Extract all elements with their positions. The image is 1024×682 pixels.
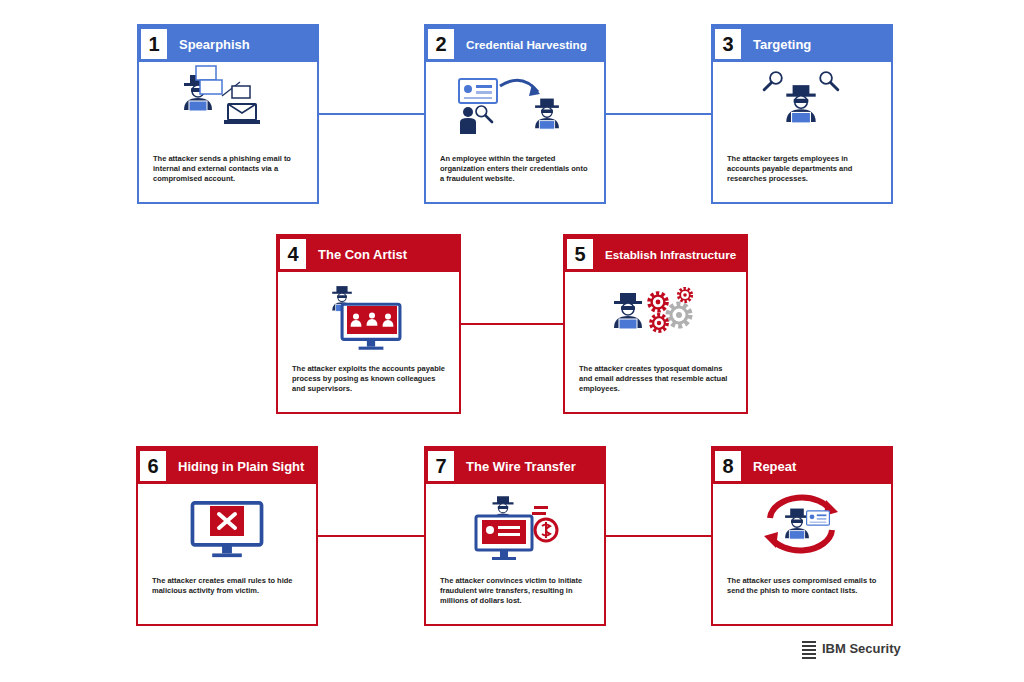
step-box: 2 Credential Harvesting An employee within…: [424, 24, 606, 204]
flow-connector: [318, 535, 424, 537]
step-number: 2: [428, 29, 454, 59]
step-title: The Wire Transfer: [466, 459, 576, 474]
step-title: Targeting: [753, 37, 811, 52]
step-number: 6: [140, 451, 166, 481]
step-header: 3 Targeting: [713, 26, 891, 62]
step-description: The attacker exploits the accounts payab…: [278, 364, 459, 401]
step-title: The Con Artist: [318, 247, 407, 262]
step-box: 8 RepeatThe attacker uses compromised ema…: [711, 446, 893, 626]
step-header: 5 Establish Infrastructure: [565, 236, 746, 272]
step-header: 7 The Wire Transfer: [426, 448, 604, 484]
step-number: 3: [715, 29, 741, 59]
step-box: 1 SpearphishThe attacker sends a phishing…: [137, 24, 319, 204]
step-description: The attacker creates typosquat domains a…: [565, 364, 746, 401]
step-description: The attacker targets employees in accoun…: [713, 154, 891, 191]
step-header: 1 Spearphish: [139, 26, 317, 62]
step-header: 6 Hiding in Plain Sight: [138, 448, 316, 484]
step-title: Hiding in Plain Sight: [178, 459, 304, 474]
step-box: 3 TargetingThe attacker targets employees…: [711, 24, 893, 204]
step-title: Establish Infrastructure: [605, 248, 736, 261]
step-description: The attacker creates email rules to hide…: [138, 576, 316, 604]
step-number: 7: [428, 451, 454, 481]
step-number: 8: [715, 451, 741, 481]
flow-connector: [606, 113, 711, 115]
step-title: Repeat: [753, 459, 796, 474]
step-box: 5 Establish InfrastructureThe attacker cr…: [563, 234, 748, 414]
step-box: 7 The Wire TransferThe attacker convinces…: [424, 446, 606, 626]
step-header: 8 Repeat: [713, 448, 891, 484]
step-description: The attacker sends a phishing email to i…: [139, 154, 317, 191]
step-box: 6 Hiding in Plain SightThe attacker creat…: [136, 446, 318, 626]
step-header: 4 The Con Artist: [278, 236, 459, 272]
step-description: The attacker uses compromised emails to …: [713, 576, 891, 604]
flow-connector: [319, 113, 424, 115]
brand-label: IBM Security: [822, 641, 901, 656]
step-title: Credential Harvesting: [466, 38, 587, 51]
step-description: An employee within the targeted organiza…: [426, 154, 604, 191]
step-title: Spearphish: [179, 37, 250, 52]
flow-connector: [461, 323, 563, 325]
step-box: 4 The Con ArtistThe attacker exploits the…: [276, 234, 461, 414]
step-description: The attacker convinces victim to initiat…: [426, 576, 604, 613]
step-number: 5: [567, 239, 593, 269]
flow-connector: [606, 535, 711, 537]
step-number: 4: [280, 239, 306, 269]
step-header: 2 Credential Harvesting: [426, 26, 604, 62]
step-number: 1: [141, 29, 167, 59]
